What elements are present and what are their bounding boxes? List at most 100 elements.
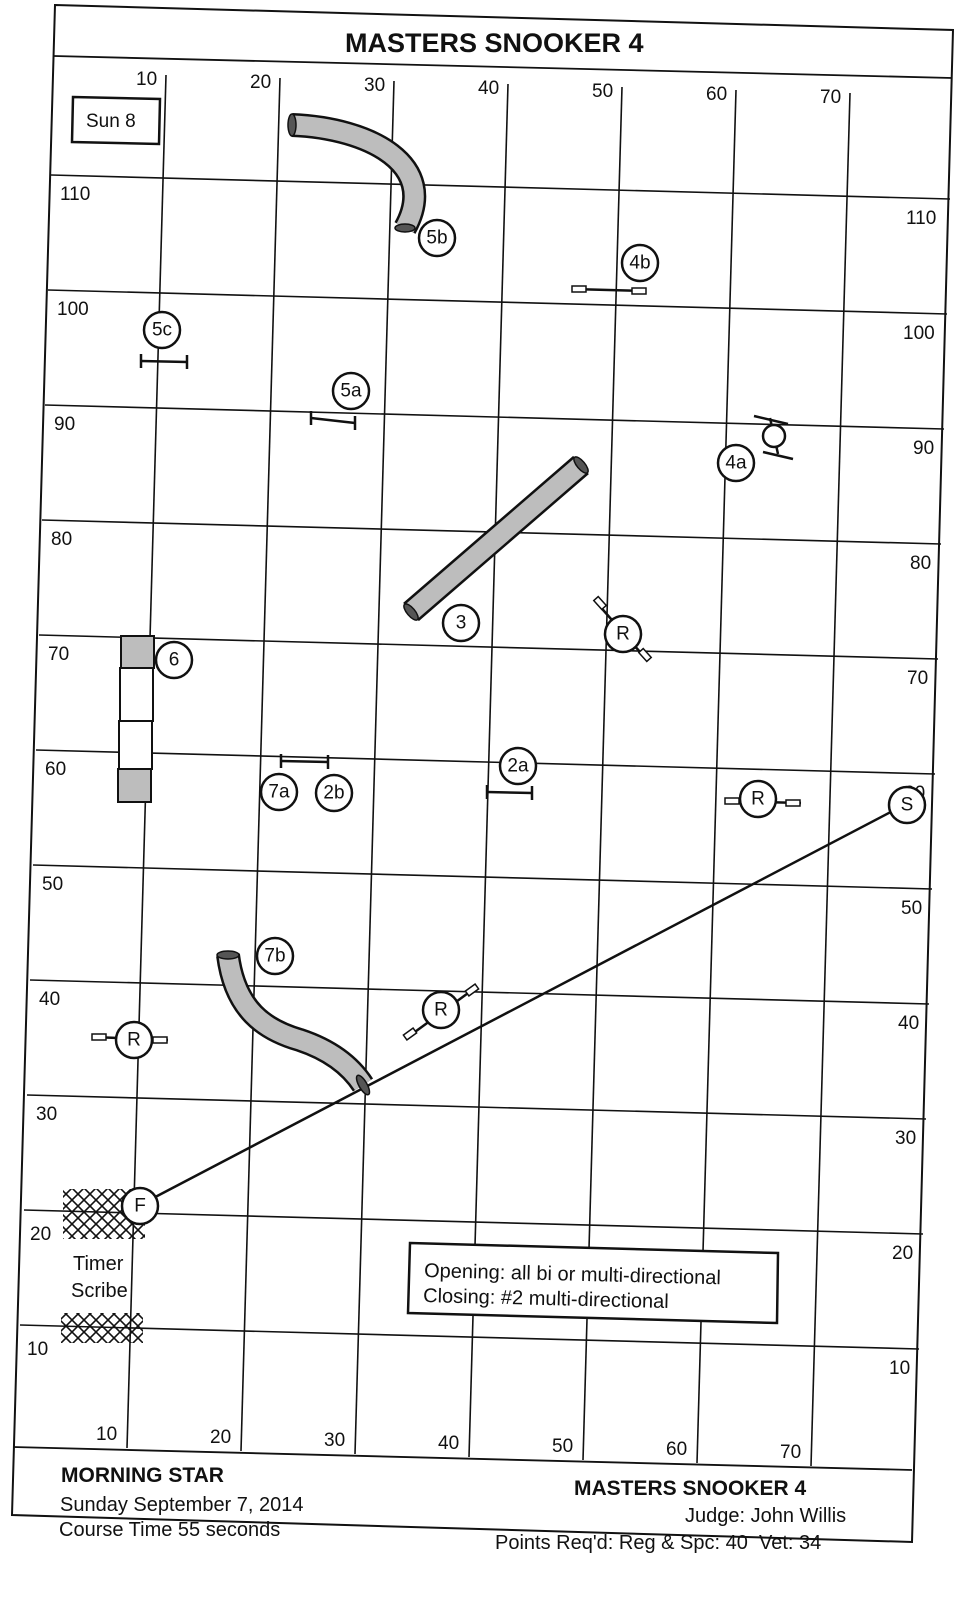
jump-5a [309,411,357,430]
footer-class-title: MASTERS SNOOKER 4 [574,1477,807,1500]
grid-v-line [696,89,737,1464]
grid-h-line [35,749,936,775]
top-axis-label: 60 [706,84,727,105]
grid-v-line [468,83,509,1458]
ring-label-box: Sun 8 [70,95,162,146]
right-axis-label: 50 [901,898,922,919]
top-axis-label: 10 [136,69,157,90]
right-axis-label: 10 [889,1358,910,1379]
jump-5c [139,354,189,369]
grid-v-line [810,92,851,1467]
obstacle-label: 5a [340,381,362,402]
obstacle-label: 2a [507,756,529,777]
right-axis-label: 30 [895,1128,916,1149]
obstacle-number-circle [255,936,295,976]
bottom-axis-label: 30 [324,1430,345,1451]
obstacle-number-circle [716,443,756,483]
start-marker [887,785,927,825]
left-axis-label: 20 [30,1224,51,1245]
jump-7a-2b [279,754,330,769]
left-axis-label: 40 [39,989,60,1010]
grid-h-line [29,979,930,1005]
obstacle-label: R [751,789,765,810]
finish-marker [120,1186,160,1226]
left-axis-label: 110 [60,184,90,205]
left-axis-label: 50 [42,874,63,895]
tunnel-7b [216,950,374,1096]
right-axis-label: 40 [898,1013,919,1034]
left-axis-label: 100 [57,299,89,320]
obstacle-number-circle [738,779,778,819]
bottom-axis-label: 70 [780,1442,801,1463]
obstacle-label: 2b [323,783,344,804]
left-axis-label: 30 [36,1104,57,1125]
judge-name: Judge: John Willis [685,1505,846,1527]
left-axis-label: 80 [51,529,72,550]
grid-v-line [240,77,281,1452]
footer-divider [12,1446,913,1471]
bottom-axis-label: 50 [552,1436,573,1457]
left-axis-label: 90 [54,414,75,435]
obstacle-label: 5b [426,228,447,249]
tunnel-5b [287,113,427,234]
obstacle-label: 3 [456,613,467,634]
top-axis-label: 70 [820,87,841,108]
bottom-axis-label: 40 [438,1433,459,1454]
points-required: Points Req'd: Reg & Spc: 40 Vet: 34 [495,1532,821,1554]
obstacle-label: 4a [725,453,747,474]
grid-v-line [354,80,395,1455]
bottom-axis-label: 60 [666,1439,687,1460]
top-axis-label: 20 [250,72,271,93]
obstacle-number-circle [421,990,461,1030]
grid-h-line [50,174,951,200]
bottom-axis-label: 10 [96,1424,117,1445]
tunnel-3 [403,455,589,622]
start-label: S [901,795,914,816]
jump-4b [571,285,647,295]
obstacle-number-circle [154,640,194,680]
obstacle-number-circle [498,746,538,786]
course-time: Course Time 55 seconds [59,1519,280,1541]
event-date: Sunday September 7, 2014 [60,1494,304,1516]
obstacle-label: 5c [152,320,172,341]
obstacle-label: 7a [268,782,290,803]
right-axis-label: 20 [892,1243,913,1264]
top-axis-label: 30 [364,75,385,96]
grid-h-line [38,634,939,660]
grid-h-line [19,1324,920,1350]
obstacle-label: R [616,624,630,645]
tire-4a [753,414,794,461]
right-axis-label: 100 [903,323,935,344]
right-axis-label: 110 [906,208,936,229]
right-axis-label: 70 [907,668,928,689]
ring-label: Sun 8 [86,111,136,132]
obstacle-label: 7b [264,946,285,967]
grid-h-line [26,1094,927,1120]
obstacle-number-circle [441,603,481,643]
grid-v-line [582,86,623,1461]
course-title: MASTERS SNOOKER 4 [345,28,644,58]
grid-h-line [23,1209,924,1235]
right-axis-label: 80 [910,553,931,574]
scribe-label: Scribe [71,1280,128,1302]
top-axis-label: 50 [592,81,613,102]
table-6 [117,635,155,803]
scribe-hatch-area [61,1313,143,1343]
club-name: MORNING STAR [61,1464,224,1487]
grid-h-line [32,864,933,890]
finish-label: F [134,1196,146,1217]
start-finish-line [139,802,907,1207]
obstacle-number-circle [603,614,643,654]
obstacle-number-circle [142,310,182,350]
outer-frame [10,3,955,1544]
obstacle-number-circle [259,772,299,812]
bottom-axis-label: 20 [210,1427,231,1448]
obstacle-number-circle [314,773,354,813]
obstacle-label: R [127,1030,141,1051]
grid-h-line [47,289,948,315]
title-divider [53,55,953,79]
grid-h-line [44,404,945,430]
right-axis-label: 90 [913,438,934,459]
obstacle-label: 6 [169,650,180,671]
